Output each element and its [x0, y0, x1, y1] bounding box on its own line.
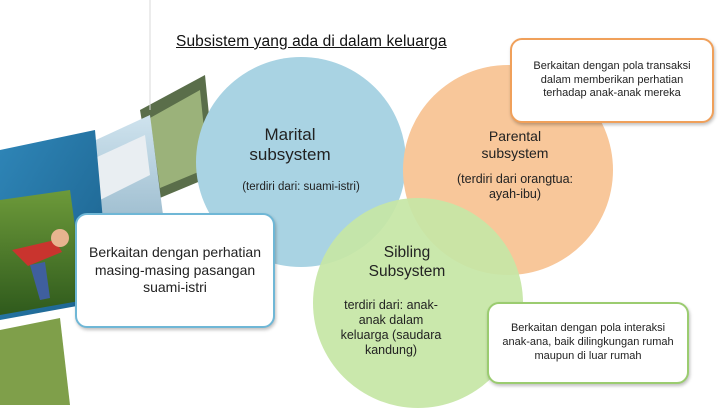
parental-callout-text: Berkaitan dengan pola transaksi dalam me… — [522, 60, 702, 101]
marital-subsystem-label: Marital subsystem — [240, 125, 340, 166]
parental-callout: Berkaitan dengan pola transaksi dalam me… — [510, 38, 714, 123]
parental-subsystem-description: (terdiri dari orangtua: ayah-ibu) — [440, 172, 590, 202]
page-title: Subsistem yang ada di dalam keluarga — [176, 33, 447, 51]
marital-callout-text: Berkaitan dengan perhatian masing-masing… — [85, 244, 265, 297]
sibling-callout: Berkaitan dengan pola interaksi anak-ana… — [487, 302, 689, 384]
sibling-subsystem-description: terdiri dari: anak-anak dalam keluarga (… — [336, 298, 446, 358]
sibling-subsystem-label: Sibling Subsystem — [352, 244, 462, 281]
marital-subsystem-description: (terdiri dari: suami-istri) — [240, 181, 362, 195]
child-head-shape — [51, 229, 69, 247]
sibling-callout-text: Berkaitan dengan pola interaksi anak-ana… — [499, 322, 677, 363]
decorative-photo-strip — [0, 0, 220, 405]
marital-callout: Berkaitan dengan perhatian masing-masing… — [75, 213, 275, 328]
parental-subsystem-label: Parental subsystem — [460, 128, 570, 162]
photo-tile-4 — [0, 318, 70, 405]
